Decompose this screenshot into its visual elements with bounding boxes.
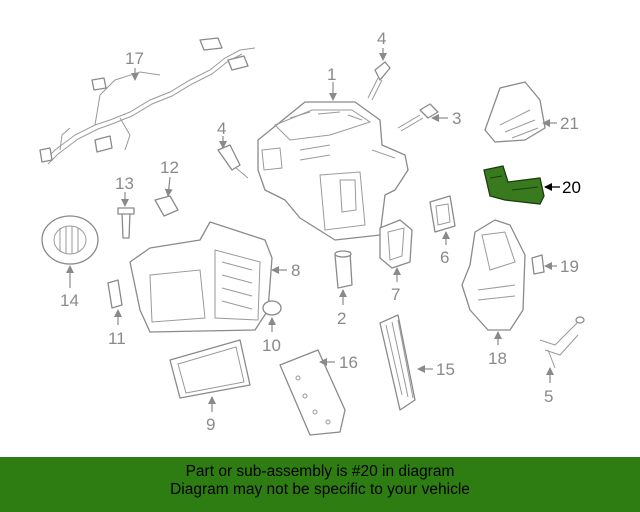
callout-15: 15	[436, 360, 455, 379]
leader-lines	[66, 48, 560, 412]
callout-18: 18	[488, 349, 507, 368]
clip-part-19	[531, 254, 545, 275]
cabin-filter-part	[379, 314, 416, 411]
callout-21: 21	[560, 114, 579, 133]
callout-12: 12	[160, 158, 179, 177]
callout-4-top: 4	[377, 29, 386, 48]
callout-6: 6	[440, 248, 449, 267]
blower-housing-part	[129, 221, 273, 333]
banner-line-1: Part or sub-assembly is #20 in diagram	[185, 463, 455, 480]
callout-11: 11	[108, 329, 126, 348]
filter-part	[169, 339, 251, 399]
callout-4-left: 4	[217, 119, 226, 138]
highlighted-part-20	[483, 165, 545, 205]
callout-13: 13	[115, 174, 134, 193]
blower-motor-part	[41, 215, 99, 265]
callout-20: 20	[562, 178, 581, 197]
panel-part	[279, 349, 346, 436]
duct-part	[484, 81, 546, 143]
callout-numbers: 1 4 3 4 21 20 17 13 12 14 8 11 2 10 7 6 …	[60, 29, 581, 434]
notice-banner: Part or sub-assembly is #20 in diagram D…	[0, 457, 640, 512]
sensor-part-left	[217, 144, 249, 179]
callout-10: 10	[262, 336, 281, 355]
callout-19: 19	[560, 257, 579, 276]
hvac-case-part	[257, 101, 409, 241]
evaporator-housing-part	[461, 219, 526, 331]
callout-3: 3	[452, 109, 461, 128]
bolt-part	[117, 207, 135, 239]
callout-14: 14	[60, 291, 79, 310]
cap-part	[262, 300, 282, 316]
hose-part	[539, 316, 585, 369]
callout-1: 1	[327, 65, 336, 84]
leader-12	[164, 176, 173, 197]
callout-17: 17	[125, 49, 144, 68]
valve-part	[334, 250, 353, 289]
callout-5: 5	[544, 387, 553, 406]
small-vent-part	[429, 195, 456, 233]
callout-16: 16	[339, 353, 358, 372]
parts-diagram: 1 4 3 4 21 20 17 13 12 14 8 11 2 10 7 6 …	[39, 29, 585, 436]
callout-7: 7	[391, 285, 400, 304]
bracket-part-11	[107, 279, 123, 309]
sensor-part-top	[367, 61, 391, 101]
callout-9: 9	[206, 415, 215, 434]
clip-part	[154, 195, 179, 217]
vent-part	[379, 219, 413, 269]
wiring-harness-part	[39, 37, 256, 165]
callout-2: 2	[337, 309, 346, 328]
callout-8: 8	[291, 261, 300, 280]
banner-line-2: Diagram may not be specific to your vehi…	[170, 481, 470, 498]
